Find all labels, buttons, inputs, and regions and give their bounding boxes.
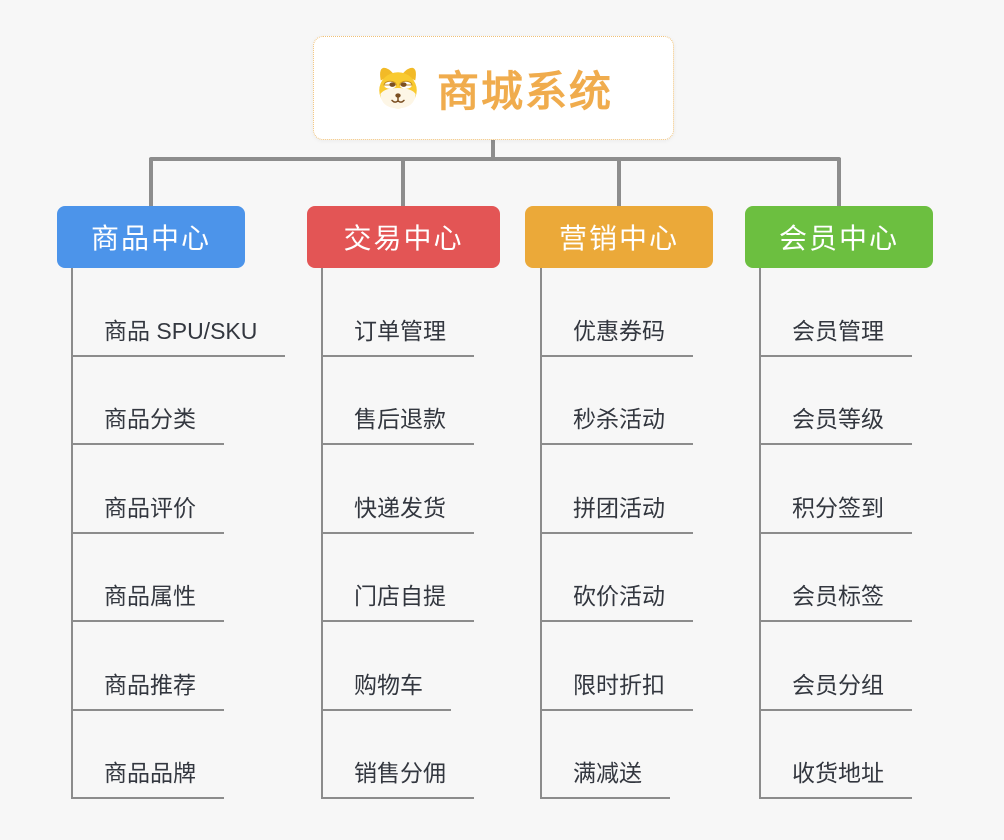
branch-label: 会员中心	[778, 223, 899, 254]
root-connector-line	[491, 139, 495, 161]
leaf-node[interactable]: 门店自提	[321, 534, 474, 622]
dog-face-icon	[374, 65, 422, 111]
leaf-node[interactable]: 商品 SPU/SKU	[71, 268, 286, 357]
leaf-node[interactable]: 限时折扣	[540, 622, 693, 711]
branch-bus-line	[149, 157, 841, 161]
leaf-column-member-center: 会员管理 会员等级 积分签到 会员标签 会员分组 收货地址	[759, 268, 912, 799]
branch-node-marketing-center[interactable]: 营销中心	[525, 206, 713, 268]
leaf-node[interactable]: 会员等级	[759, 357, 912, 445]
branch-node-product-center[interactable]: 商品中心	[57, 206, 245, 268]
leaf-node[interactable]: 购物车	[321, 622, 451, 711]
leaf-node[interactable]: 秒杀活动	[540, 357, 693, 445]
leaf-node[interactable]: 商品评价	[71, 445, 224, 534]
leaf-column-trade-center: 订单管理 售后退款 快递发货 门店自提 购物车 销售分佣	[321, 268, 474, 799]
branch-label: 营销中心	[558, 223, 679, 254]
branch-label: 交易中心	[343, 223, 464, 254]
branch-drop-line	[837, 158, 841, 206]
root-node[interactable]: 商城系统	[313, 36, 674, 140]
root-title: 商城系统	[436, 67, 613, 115]
leaf-node[interactable]: 会员分组	[759, 622, 912, 711]
leaf-column-marketing-center: 优惠券码 秒杀活动 拼团活动 砍价活动 限时折扣 满减送	[540, 268, 693, 799]
branch-node-member-center[interactable]: 会员中心	[745, 206, 933, 268]
branch-label: 商品中心	[90, 223, 211, 254]
leaf-node[interactable]: 满减送	[540, 711, 670, 799]
leaf-node[interactable]: 收货地址	[759, 711, 912, 799]
leaf-node[interactable]: 商品品牌	[71, 711, 224, 799]
leaf-node[interactable]: 砍价活动	[540, 534, 693, 622]
child-spine-line	[71, 268, 73, 799]
leaf-node[interactable]: 商品推荐	[71, 622, 224, 711]
leaf-node[interactable]: 会员管理	[759, 268, 912, 357]
branch-drop-line	[617, 158, 621, 206]
leaf-node[interactable]: 优惠券码	[540, 268, 693, 357]
leaf-node[interactable]: 售后退款	[321, 357, 474, 445]
leaf-node[interactable]: 销售分佣	[321, 711, 474, 799]
branch-node-trade-center[interactable]: 交易中心	[307, 206, 500, 268]
child-spine-line	[321, 268, 323, 799]
child-spine-line	[540, 268, 542, 799]
branch-drop-line	[149, 158, 153, 206]
leaf-node[interactable]: 快递发货	[321, 445, 474, 534]
leaf-column-product-center: 商品 SPU/SKU 商品分类 商品评价 商品属性 商品推荐 商品品牌	[71, 268, 286, 799]
branch-drop-line	[401, 158, 405, 206]
leaf-node[interactable]: 商品属性	[71, 534, 224, 622]
leaf-node[interactable]: 商品分类	[71, 357, 224, 445]
leaf-node[interactable]: 会员标签	[759, 534, 912, 622]
child-spine-line	[759, 268, 761, 799]
leaf-node[interactable]: 积分签到	[759, 445, 912, 534]
leaf-node[interactable]: 拼团活动	[540, 445, 693, 534]
leaf-node[interactable]: 订单管理	[321, 268, 474, 357]
